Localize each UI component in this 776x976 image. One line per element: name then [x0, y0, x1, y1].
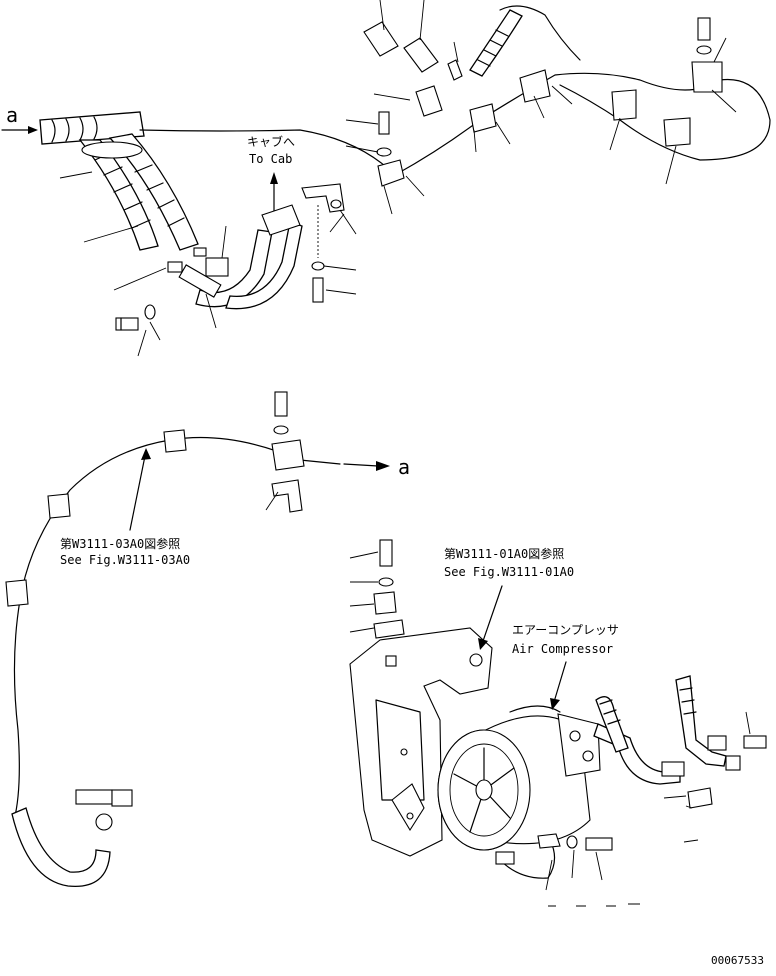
ref-a-left: a [6, 103, 18, 127]
bolt-top-1 [378, 111, 390, 135]
compressor-assembly: 第W3111-01A0図参照 See Fig.W3111-01A0 エアーコンプ… [349, 539, 767, 907]
bracket-center [301, 183, 345, 303]
bolts-right [687, 735, 767, 809]
connector-left [75, 789, 133, 831]
callout-leaders-bottom [545, 711, 751, 907]
clamp-left-3 [5, 579, 29, 607]
drawing-number: 00067533 [711, 954, 764, 967]
hose-spiral-2 [108, 133, 199, 251]
clamp-4 [611, 89, 637, 121]
ref-a-right: a [398, 455, 410, 479]
connectors-top [363, 9, 523, 117]
clamp-mid [271, 439, 305, 471]
air-compressor-en: Air Compressor [512, 642, 613, 656]
clamp-compressor [373, 591, 397, 615]
harness-clamps-top [376, 17, 723, 187]
bolt-center [312, 277, 324, 303]
callout-leaders-top [59, 0, 737, 357]
clamp-1 [377, 159, 405, 187]
see-fig-03-jp: 第W3111-03A0図参照 [60, 536, 180, 551]
left-harness-routing: a 第W3111-03A0図参照 See Fig.W3111-03A0 [5, 391, 410, 888]
air-compressor-jp: エアーコンプレッサ [512, 623, 619, 637]
bolt-top-right [697, 17, 711, 41]
clamp-3 [519, 69, 551, 103]
wire-harness [139, 72, 771, 176]
washer-center [311, 261, 325, 271]
compressor-head [557, 713, 601, 777]
hose-right-1 [595, 696, 629, 753]
bolt-mid [274, 391, 288, 417]
to-cab-en: To Cab [249, 152, 292, 166]
top-hose-assembly: a キャブへ To Cab [1, 0, 771, 357]
clamp-6 [691, 61, 723, 93]
to-cab-jp: キャブへ [247, 134, 295, 149]
hose-left-bottom [11, 807, 111, 888]
bolt-compressor-stack [379, 539, 393, 567]
elbow-hose-2 [225, 221, 303, 310]
bolt-lower-left [115, 304, 156, 331]
hose-clamp-ring [81, 141, 143, 159]
elbow-hose-1 [195, 229, 273, 308]
clamp-left-1 [163, 429, 187, 453]
harness-left [13, 436, 301, 821]
clamp-5 [663, 117, 691, 147]
hose-joint [178, 264, 222, 298]
bracket-mid [271, 479, 303, 513]
clamp-2 [469, 103, 497, 133]
see-fig-03-en: See Fig.W3111-03A0 [60, 553, 190, 567]
air-compressor [437, 705, 601, 851]
clamp-left-2 [47, 493, 71, 519]
see-fig-01-en: See Fig.W3111-01A0 [444, 565, 574, 579]
see-fig-01-jp: 第W3111-01A0図参照 [444, 546, 564, 561]
